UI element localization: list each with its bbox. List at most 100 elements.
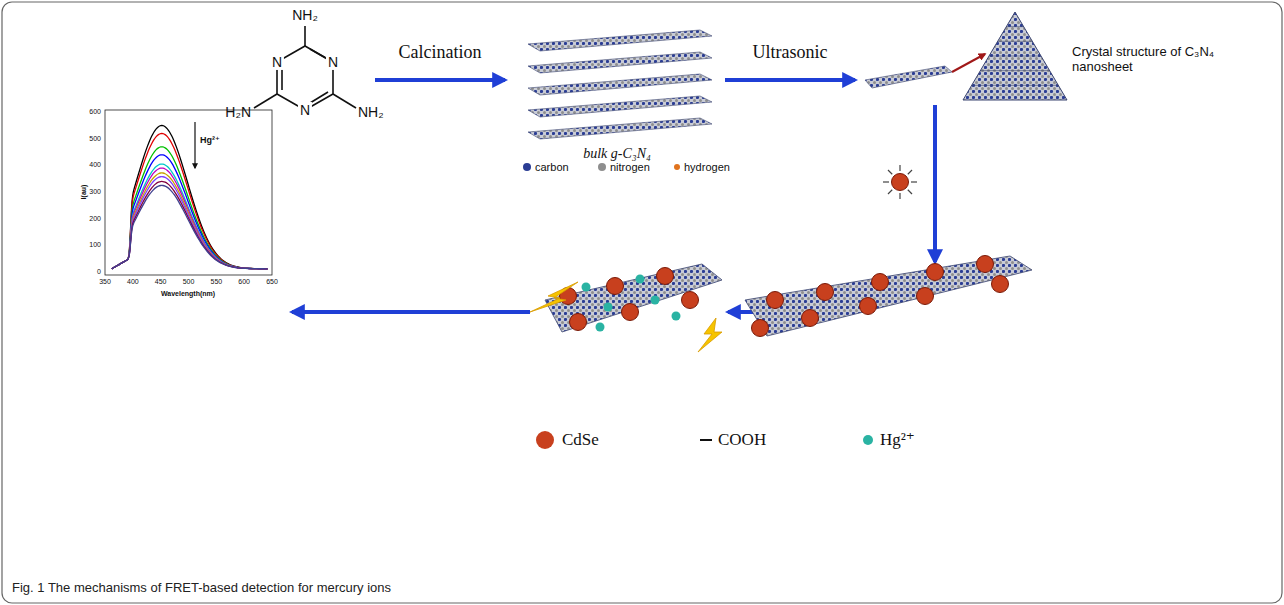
ray — [911, 181, 917, 182]
drawing-part — [530, 282, 578, 312]
cdse-dot — [917, 288, 934, 305]
legend-text: nitrogen — [610, 161, 650, 174]
layer — [528, 30, 712, 51]
label: Calcination — [399, 42, 482, 63]
drawing-part — [310, 92, 328, 103]
crystal-structure — [963, 12, 1067, 100]
spectrum-curve — [112, 147, 268, 269]
layer — [528, 52, 712, 73]
figure-caption: Fig. 1 The mechanisms of FRET-based dete… — [12, 581, 391, 596]
nanosheet-hg — [545, 264, 722, 332]
layer — [528, 74, 712, 95]
atom-label: N — [270, 54, 284, 70]
cdse-dot — [752, 320, 769, 337]
cdse-dot — [570, 314, 587, 331]
ray — [908, 190, 912, 194]
legend-text: Hg²⁺ — [880, 430, 915, 450]
tick-label: 650 — [266, 278, 278, 286]
hg-dots — [560, 268, 699, 332]
cdse-dot — [860, 298, 877, 315]
label: bulk g-C₃N₄ — [583, 146, 651, 162]
ray — [883, 181, 889, 182]
cdse-dot — [802, 310, 819, 327]
legend-swatch — [523, 163, 531, 171]
cdse-dot — [607, 278, 624, 295]
tick-label: 550 — [210, 278, 222, 286]
tick-label: 100 — [89, 241, 101, 249]
spectrum-curve — [112, 155, 268, 269]
drawing-part — [277, 46, 333, 110]
lattice-line — [980, 70, 1049, 71]
spectrum-curve — [112, 185, 268, 268]
label: H₂N — [225, 104, 251, 120]
pointer-arrow — [952, 54, 985, 72]
drawing-part — [292, 310, 530, 314]
tick-label: 450 — [155, 278, 167, 286]
process-arrows — [292, 80, 935, 312]
drawing-part — [698, 318, 722, 352]
spectrum-chart — [105, 110, 272, 275]
spectrum-curve — [112, 164, 268, 269]
tick-label: 600 — [238, 278, 250, 286]
legend-text: carbon — [535, 161, 569, 174]
lattice-line — [989, 56, 1041, 57]
cdse-dot — [892, 174, 909, 191]
spectrum-curve — [112, 173, 268, 269]
drawing-part — [194, 122, 195, 168]
hg-ion — [604, 303, 613, 312]
tick-label: 600 — [89, 108, 101, 116]
drawing-part — [105, 110, 272, 275]
tick-label: 500 — [89, 135, 101, 143]
bulk-layers — [528, 30, 712, 139]
cdse-dot — [767, 292, 784, 309]
layer — [528, 96, 712, 117]
spectrum-curve — [112, 134, 268, 269]
cdse-dot — [992, 276, 1009, 293]
label: Ultrasonic — [753, 42, 828, 63]
cdse-dot — [927, 264, 944, 281]
label: Crystal structure of C₃N₄ nanosheet — [1072, 45, 1222, 75]
legend-swatch — [674, 164, 680, 170]
label: Wavelength(nm) — [161, 290, 215, 298]
cdse-dot — [817, 284, 834, 301]
legend-text: COOH — [718, 430, 766, 450]
legend-swatch — [863, 435, 873, 445]
ray — [888, 190, 892, 194]
layer — [528, 118, 712, 139]
ray — [899, 193, 900, 199]
hg-ion — [636, 275, 645, 284]
tick-label: 400 — [127, 278, 139, 286]
lattice-line — [1006, 26, 1023, 27]
drawing-part — [963, 12, 1067, 100]
drawing-part — [725, 78, 855, 82]
spectrum-curve — [112, 168, 268, 269]
nanosheet — [865, 66, 952, 88]
spectrum-curve — [112, 177, 268, 269]
legend-text: hydrogen — [684, 161, 730, 174]
drawing-part — [333, 94, 356, 108]
hg-ion — [651, 296, 660, 305]
tick-label: 200 — [89, 215, 101, 223]
cdse-dot — [977, 256, 994, 273]
atom-label: N — [326, 54, 340, 70]
legend-swatch — [536, 431, 554, 449]
label: Hg²⁺ — [200, 135, 220, 145]
tick-label: 300 — [89, 188, 101, 196]
atom-label: N — [298, 102, 312, 118]
melamine-molecule — [254, 26, 356, 110]
nanosheet-cdse — [745, 256, 1032, 336]
label: NH₂ — [358, 104, 384, 120]
tick-label: 350 — [99, 278, 111, 286]
cdse-dot — [657, 268, 674, 285]
cdse-dots — [752, 256, 1009, 337]
lattice-line — [998, 41, 1033, 42]
lightning — [530, 282, 722, 352]
drawing-part — [933, 105, 937, 262]
spectrum-curve — [112, 181, 268, 268]
cdse-dot — [872, 274, 889, 291]
legend-swatch — [598, 163, 606, 171]
drawing-part — [254, 94, 277, 108]
hg-ion — [596, 323, 605, 332]
